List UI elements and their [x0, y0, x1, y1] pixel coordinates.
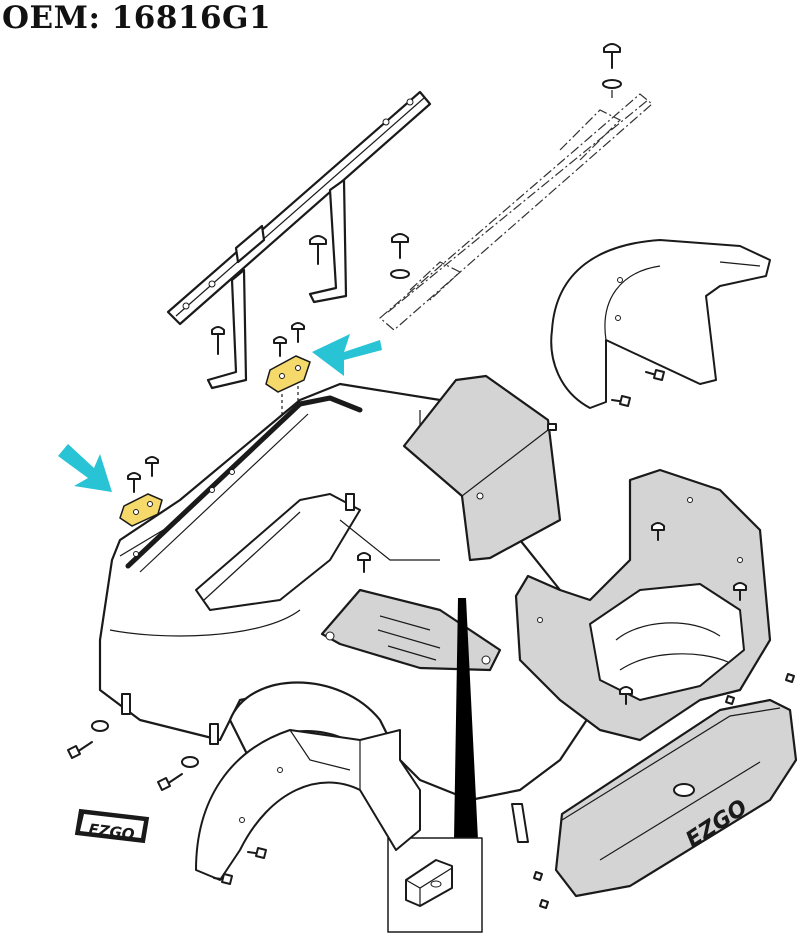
- side-bolt-2: [157, 756, 199, 791]
- callout-arrow-lower: [58, 444, 112, 492]
- left-fender-lower: [195, 729, 421, 881]
- phantom-frame-member: [379, 93, 653, 331]
- bumper-screws: [533, 673, 795, 909]
- frame-bolt-middle: [390, 233, 410, 279]
- rear-bumper: EZGO: [554, 698, 798, 898]
- pin-part: [511, 803, 529, 843]
- seat-back-panel: [402, 374, 562, 562]
- callout-pointer: [454, 598, 478, 840]
- bracket-bolt-right: [309, 235, 327, 265]
- tray-screws: [357, 522, 747, 705]
- frame-bolt-top: [602, 43, 622, 98]
- detail-inset-box: [387, 837, 483, 933]
- fender-screw-upper: [611, 369, 665, 407]
- center-grey-panel: [320, 588, 502, 672]
- emblem-logo-text: EZGO: [88, 820, 136, 844]
- rear-support-bracket: [166, 90, 432, 390]
- storage-tray: [514, 468, 772, 742]
- page-title: OEM: 16816G1: [2, 0, 272, 36]
- right-fender-upper: [550, 239, 771, 409]
- highlighted-plate-lower: [119, 456, 163, 527]
- side-bolt-1: [67, 720, 109, 759]
- highlighted-plate-upper: [265, 322, 311, 420]
- callout-arrow-upper: [312, 334, 382, 376]
- fender-screws-lower: [213, 847, 267, 885]
- bracket-bolt-left: [211, 326, 225, 355]
- ezgo-emblem: EZGO: [74, 808, 150, 844]
